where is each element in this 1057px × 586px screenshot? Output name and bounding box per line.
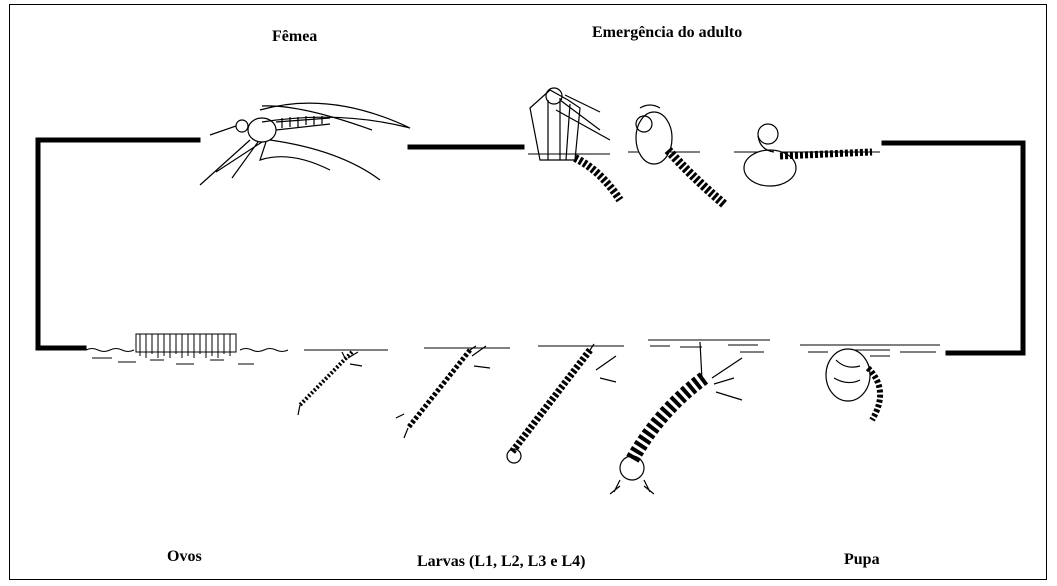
- eggs-raft-illustration: [136, 334, 236, 358]
- emergence-stage-2-illustration: [636, 105, 725, 205]
- larvae-label: Larvas (L1, L2, L3 e L4): [417, 553, 585, 571]
- emergence-stage-1-illustration: [530, 88, 620, 200]
- larva-l1-illustration: [298, 352, 362, 415]
- pupa-illustration: [826, 349, 880, 420]
- emergence-stage-3-illustration: [744, 124, 872, 186]
- right-cycle-bracket: [884, 143, 1023, 353]
- left-cycle-bracket: [38, 140, 198, 348]
- larva-l2-illustration: [396, 346, 490, 438]
- female-mosquito-illustration: [200, 103, 410, 185]
- pupa-label: Pupa: [844, 551, 880, 569]
- female-label: Fêmea: [272, 28, 317, 46]
- larva-l4-illustration: [610, 342, 742, 494]
- eggs-label: Ovos: [167, 548, 202, 566]
- emergence-label: Emergência do adulto: [592, 24, 742, 42]
- water-line-pupa: [800, 345, 940, 356]
- water-surfaces: [86, 152, 940, 364]
- larva-l3-illustration: [507, 344, 616, 463]
- water-line-l4: [648, 340, 770, 352]
